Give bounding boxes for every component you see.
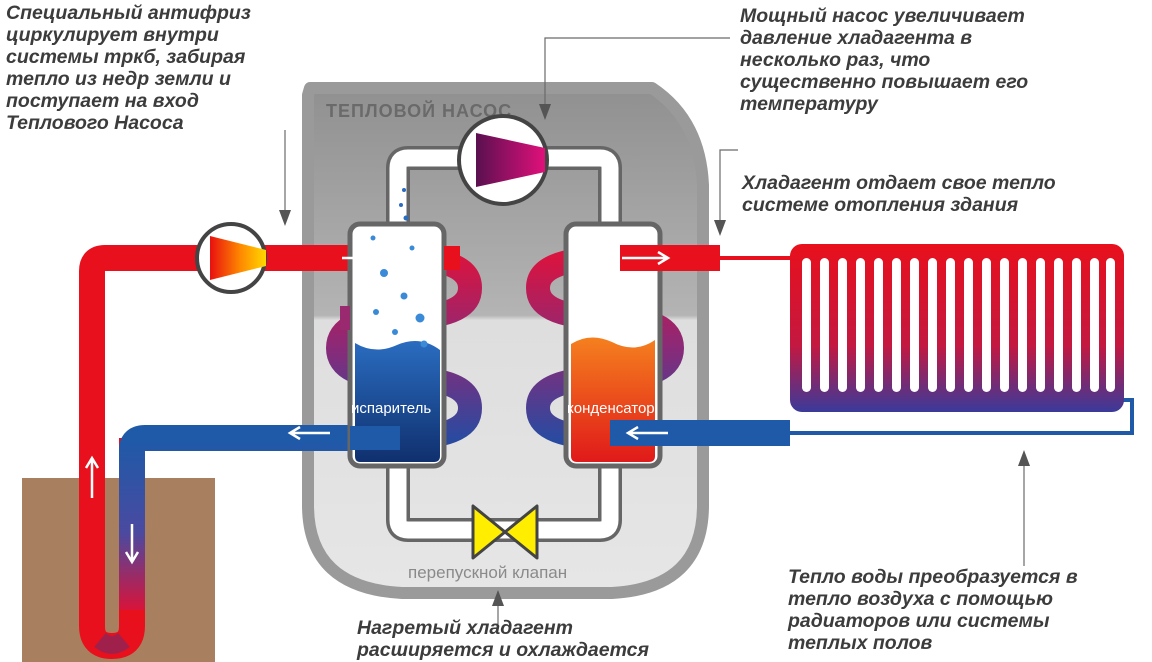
antifreeze-line-2: циркулирует внутри [6,24,219,46]
antifreeze-annotation: Специальный антифриз циркулирует внутри … [6,2,251,134]
valve-label: перепускной клапан [408,563,567,582]
expansion-valve: перепускной клапан [408,504,567,582]
antifreeze-line-5: поступает на вход [6,90,199,112]
expansion-line-2: расширяется и охлаждается [357,639,650,661]
flow-arrows [84,250,671,565]
evaporator-coils [325,246,483,450]
pump-line-2: давление хладагента в [740,27,972,49]
callout-leaders [279,37,1030,624]
compressor-pump [457,114,549,206]
antifreeze-line-4: тепло из недр земли и [6,68,231,90]
radiator [790,244,1124,412]
antifreeze-line-3: системы тркб, забирая [6,46,246,68]
antifreeze-line-1: Специальный антифриз [6,2,251,24]
water-annotation: Тепло воды преобразуется в тепло воздуха… [788,566,1078,654]
pump-line-3: несколько раз, что [740,49,931,71]
condenser-label: конденсатор [567,400,655,417]
expansion-line-1: Нагретый хладагент [357,617,574,639]
evaporator-label: испаритель [351,400,431,417]
pump-line-5: температуру [740,93,878,115]
pump-line-1: Мощный насос увеличивает [740,5,1025,27]
water-line-2: тепло воздуха с помощью [788,588,1054,610]
condenser-coils [525,246,685,450]
evaporator: испаритель [347,221,447,469]
antifreeze-line-6: Теплового Насоса [6,112,184,134]
refrigerant-line-2: системе отопления здания [742,194,1019,216]
pump-annotation: Мощный насос увеличивает давление хладаг… [740,5,1028,115]
expansion-annotation: Нагретый хладагент расширяется и охлажда… [357,617,649,661]
antifreeze-pump [195,222,267,294]
refrigerant-line-1: Хладагент отдает свое тепло [742,172,1056,194]
water-line-3: радиаторов или системы [788,610,1050,632]
water-line-4: теплых полов [788,632,933,654]
heat-pump-title: ТЕПЛОВОЙ НАСОС [326,100,512,121]
pump-line-4: существенно повышает его [740,71,1029,93]
water-line-1: Тепло воды преобразуется в [788,566,1078,588]
refrigerant-annotation: Хладагент отдает свое тепло системе отоп… [742,172,1056,216]
